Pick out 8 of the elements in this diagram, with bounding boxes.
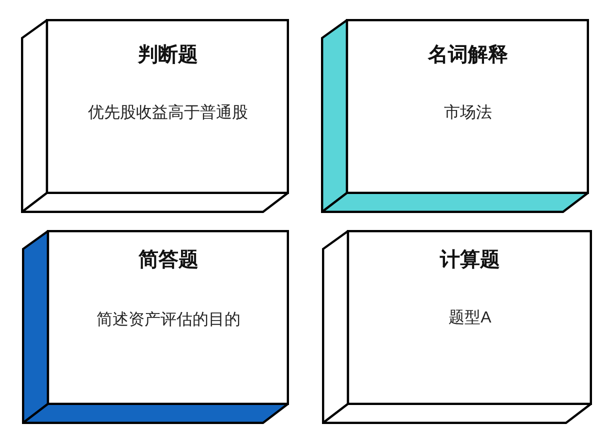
- box-title: 判断题: [138, 43, 198, 67]
- box-text: 市场法: [444, 103, 492, 123]
- box-text: 题型A: [448, 308, 492, 328]
- box-title: 简答题: [138, 248, 198, 272]
- box-title: 名词解释: [428, 43, 508, 67]
- box-title: 计算题: [440, 248, 500, 272]
- box-text: 优先股收益高于普通股: [88, 103, 248, 123]
- box-text: 简述资产评估的目的: [96, 310, 240, 330]
